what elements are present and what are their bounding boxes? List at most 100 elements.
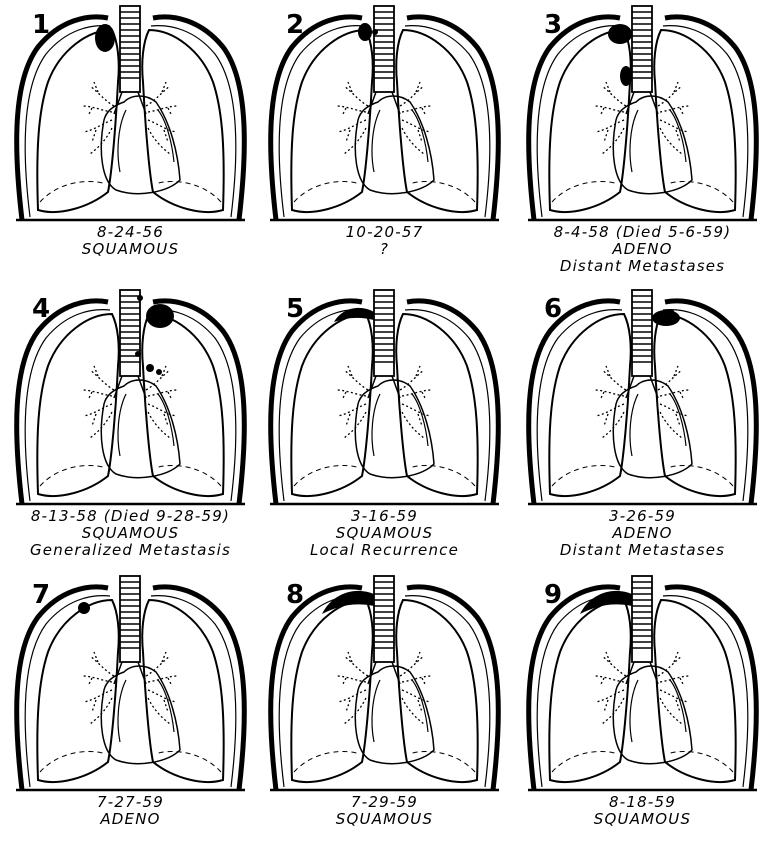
bronchial-tree-right [594,82,626,154]
bronchial-tree-right [336,82,368,154]
chest-wall-right [529,301,620,504]
case-type: ? [262,241,507,258]
case-type: ADENO [520,525,765,542]
left-lung [654,600,735,782]
case-number: 9 [544,580,562,610]
tumor-mass [358,23,372,41]
left-lung [396,30,477,212]
chest-wall-left [665,587,756,790]
chest-wall-left [665,301,756,504]
right-lung [291,314,372,496]
right-lung [291,600,372,782]
case-date: 3-16-59 [262,508,507,525]
bronchial-tree-right [594,366,626,438]
tumor [322,591,374,614]
bronchial-tree-right [82,366,114,438]
chest-wall-right [17,17,108,220]
tumor-mass [78,602,90,614]
case-number: 3 [544,10,562,40]
chest-wall-left [407,17,498,220]
right-lung [37,314,118,496]
tumor [580,591,632,614]
case-number: 8 [286,580,304,610]
chest-wall-right [271,587,362,790]
chest-wall-left [665,17,756,220]
case-number: 7 [32,580,50,610]
case-note: Local Recurrence [262,542,507,559]
case-type: SQUAMOUS [520,811,765,828]
case-date: 8-24-56 [8,224,253,241]
case-number: 2 [286,10,304,40]
case-type: SQUAMOUS [262,811,507,828]
tumor-mass [137,295,143,301]
case-date: 8-4-58 (Died 5-6-59) [520,224,765,241]
tumor-mass [156,369,162,375]
case-caption: 3-26-59ADENODistant Metastases [520,508,765,559]
left-lung [142,314,223,496]
case-date: 7-27-59 [8,794,253,811]
tumor-mass [608,24,632,44]
chest-wall-right [17,587,108,790]
right-lung [37,600,118,782]
tumor-mass [95,24,115,52]
case-date: 8-13-58 (Died 9-28-59) [8,508,253,525]
bronchial-tree-right [336,366,368,438]
bronchial-tree-right [82,82,114,154]
case-type: ADENO [8,811,253,828]
tumor [78,602,90,614]
case-number: 5 [286,294,304,324]
case-number: 4 [32,294,50,324]
left-lung [142,30,223,212]
tumor-mass [146,304,174,328]
chest-wall-right [529,587,620,790]
right-lung [291,30,372,212]
case-type: SQUAMOUS [262,525,507,542]
case-date: 10-20-57 [262,224,507,241]
case-caption: 7-29-59SQUAMOUS [262,794,507,828]
case-date: 7-29-59 [262,794,507,811]
chest-wall-left [153,587,244,790]
case-date: 3-26-59 [520,508,765,525]
case-type: SQUAMOUS [8,525,253,542]
chest-wall-left [153,17,244,220]
tumor-mass [322,591,374,614]
case-number: 6 [544,294,562,324]
tumor-mass [580,591,632,614]
case-panel-4: 4 8-13-58 (Died 9-28-59)SQUAMOUSGeneraliz… [8,286,253,568]
case-caption: 10-20-57? [262,224,507,258]
case-type: ADENO [520,241,765,258]
right-lung [549,314,630,496]
case-panel-9: 9 8-18-59SQUAMOUS [520,572,765,854]
right-lung [37,30,118,212]
chest-wall-right [271,17,362,220]
left-lung [142,600,223,782]
bronchial-tree-right [336,652,368,724]
tumor-mass [372,29,378,35]
tumor-mass [146,364,154,372]
case-note: Distant Metastases [520,542,765,559]
tumor-mass [135,351,141,357]
left-lung [654,30,735,212]
tumor [652,309,680,326]
tumor-mass [620,66,632,86]
case-caption: 3-16-59SQUAMOUSLocal Recurrence [262,508,507,559]
left-lung [396,314,477,496]
left-lung [654,314,735,496]
case-note: Distant Metastases [520,258,765,275]
chest-wall-left [153,301,244,504]
chest-wall-right [271,301,362,504]
bronchial-tree-right [82,652,114,724]
chest-wall-left [407,301,498,504]
tumor [95,24,115,52]
